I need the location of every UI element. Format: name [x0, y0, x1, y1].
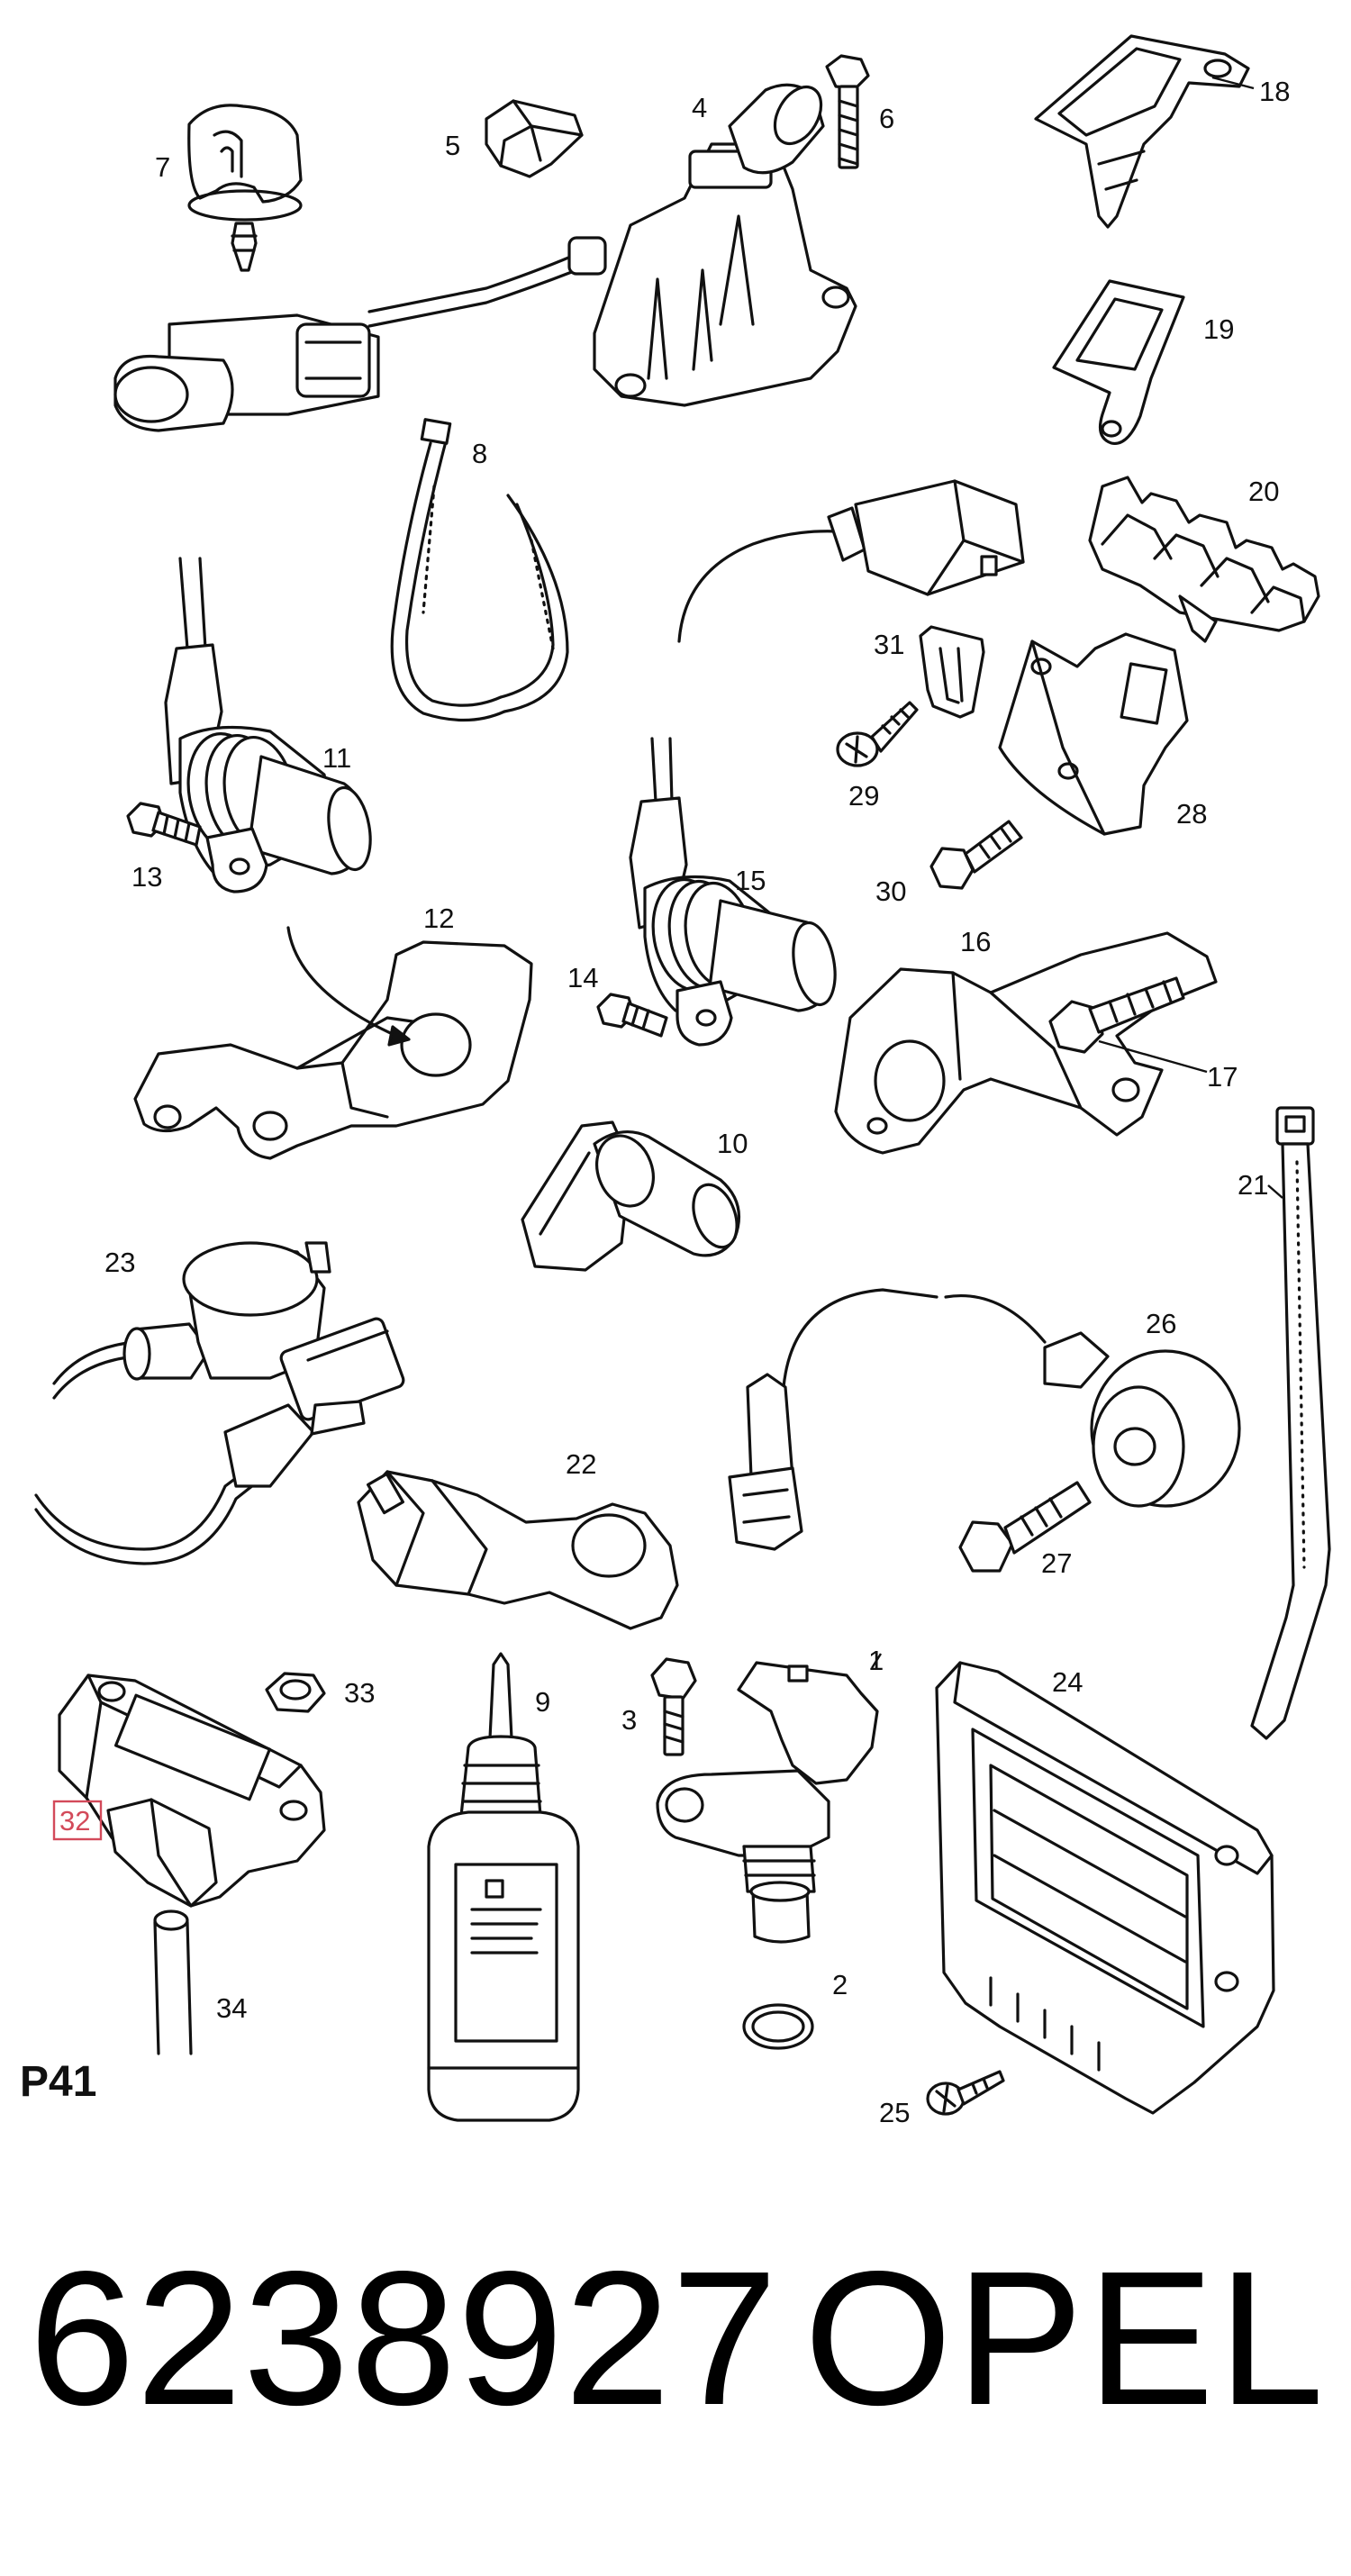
- callout-34: 34: [216, 1992, 247, 2024]
- part-32-map-sensor: [58, 1673, 326, 1908]
- callout-12: 12: [423, 903, 454, 934]
- part-18-bracket: [1034, 34, 1250, 229]
- callout-2: 2: [832, 1969, 848, 2000]
- part-9-sealant-bottle: [427, 1652, 580, 2122]
- part-4-sensor-harness: [113, 83, 857, 432]
- part-number: 6238927: [29, 2231, 779, 2444]
- page-code: P41: [20, 2058, 97, 2106]
- callout-23: 23: [104, 1247, 135, 1278]
- part-33-nut: [265, 1672, 326, 1713]
- callout-20: 20: [1248, 476, 1279, 507]
- callout-31: 31: [874, 629, 904, 660]
- part-27-bolt: [958, 1481, 1092, 1573]
- part-11-sensor: [164, 557, 372, 893]
- callout-6: 6: [879, 103, 894, 134]
- footer: 6238927 OPEL: [0, 2243, 1351, 2477]
- callout-26: 26: [1146, 1308, 1176, 1339]
- part-21-cable-tie: [1250, 1106, 1331, 1740]
- part-17-bolt: [1048, 976, 1185, 1054]
- callout-27: 27: [1041, 1547, 1072, 1579]
- part-20-cable-holder: [1088, 476, 1320, 643]
- callout-22: 22: [566, 1448, 596, 1480]
- callout-9: 9: [535, 1686, 550, 1718]
- part-7-clip: [187, 104, 303, 272]
- callout-18: 18: [1259, 76, 1290, 107]
- part-10-sensor: [521, 1120, 741, 1272]
- callout-10: 10: [717, 1128, 748, 1159]
- part-24-control-unit: [935, 1661, 1275, 2115]
- part-29-screw: [836, 701, 919, 767]
- callout-33: 33: [344, 1677, 375, 1709]
- callout-28: 28: [1176, 798, 1207, 830]
- part-31-clip: [919, 625, 985, 719]
- callout-3: 3: [621, 1704, 637, 1736]
- cable-connector: [677, 479, 1025, 643]
- callout-8: 8: [472, 438, 487, 469]
- callout-7: 7: [155, 151, 170, 183]
- callout-16: 16: [960, 926, 991, 957]
- brand-name: OPEL: [803, 2231, 1328, 2444]
- part-26-knock-sensor: [728, 1288, 1241, 1551]
- callout-1: 1: [868, 1645, 884, 1676]
- callout-5: 5: [445, 130, 460, 161]
- callout-17: 17: [1207, 1061, 1238, 1093]
- part-12-bracket: [133, 926, 533, 1160]
- callout-25: 25: [879, 2097, 910, 2128]
- callout-4: 4: [692, 92, 707, 123]
- part-16-bracket: [834, 931, 1218, 1155]
- callout-15: 15: [735, 865, 766, 896]
- callout-21: 21: [1238, 1169, 1268, 1201]
- callout-19: 19: [1203, 313, 1234, 345]
- callout-32-highlighted: 32: [59, 1805, 90, 1837]
- part-6-bolt: [825, 54, 870, 169]
- leader-lines: [870, 76, 1283, 1669]
- callout-29: 29: [848, 780, 879, 812]
- part-30-bolt: [929, 820, 1023, 890]
- part-14-bolt: [596, 993, 668, 1038]
- callout-14: 14: [567, 962, 598, 993]
- part-13-bolt: [126, 802, 202, 847]
- part-1-camshaft-sensor: [656, 1661, 879, 1944]
- callout-11: 11: [322, 742, 351, 774]
- part-28-bracket: [998, 632, 1189, 836]
- part-15-sensor: [629, 737, 837, 1047]
- part-34-hose: [153, 1909, 193, 2055]
- part-25-screw: [926, 2070, 1005, 2116]
- part-5-clip: [485, 99, 584, 178]
- highlight-box: [52, 1800, 103, 1841]
- part-2-o-ring: [742, 2003, 814, 2050]
- part-23-pressure-switch: [34, 1241, 405, 1565]
- part-22-knock-sensor: [357, 1470, 679, 1630]
- part-19-bracket: [1052, 279, 1185, 445]
- callout-13: 13: [131, 861, 162, 893]
- callout-labels: 1 2 3 4 5 6 7 8 9 10 11 12 13 14 15 16 1…: [52, 76, 1290, 2128]
- part-8-cable-tie: [390, 418, 569, 722]
- callout-30: 30: [875, 875, 906, 907]
- callout-24: 24: [1052, 1666, 1083, 1698]
- part-3-bolt: [650, 1657, 697, 1756]
